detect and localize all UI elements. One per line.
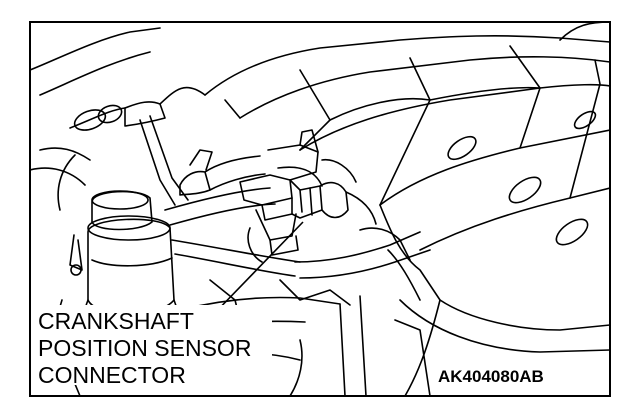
- manifold-port-2: [508, 176, 542, 204]
- manifold-port-3: [555, 218, 589, 246]
- manifold-port-4: [573, 110, 597, 130]
- reference-code-text: AK404080AB: [438, 367, 544, 386]
- callout-line-1: CRANKSHAFT: [38, 308, 194, 334]
- upper-left-hoses: [30, 27, 206, 211]
- manifold-port-1: [447, 135, 477, 161]
- callout-line-2: POSITION SENSOR: [38, 335, 251, 361]
- callout-leader-line: [209, 221, 304, 319]
- crankshaft-sensor-connector: [239, 129, 377, 263]
- callout-label: CRANKSHAFT POSITION SENSOR CONNECTOR: [36, 305, 272, 388]
- callout-line-3: CONNECTOR: [38, 362, 186, 388]
- reference-code: AK404080AB: [436, 366, 558, 388]
